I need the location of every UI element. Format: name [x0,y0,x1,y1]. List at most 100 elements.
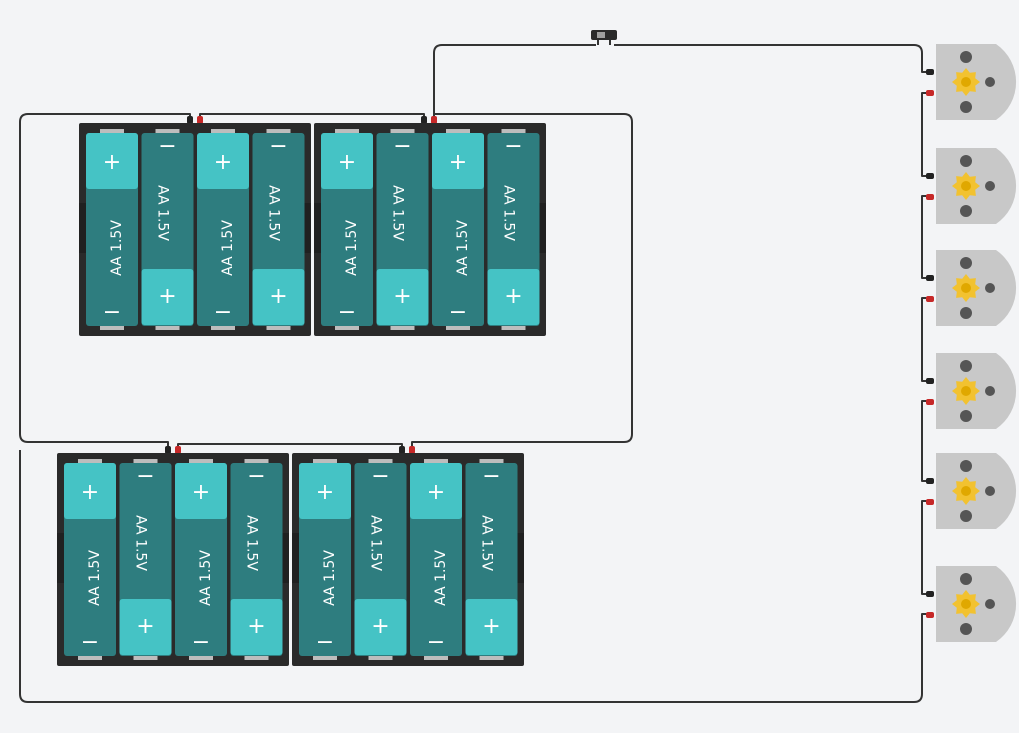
pack-terminal[interactable] [175,446,181,454]
cell-label: AA 1.5V [133,515,149,571]
mount-hole [985,386,995,396]
terminal-sign-bottom: − [81,630,99,655]
terminal-sign-bottom: − [192,630,210,655]
battery-pack-3[interactable]: +−AA 1.5V−+AA 1.5V+−AA 1.5V−+AA 1.5V [57,453,289,666]
pack-terminal[interactable] [187,116,193,124]
terminal-sign-top: + [214,150,232,175]
holder-clip-left [79,203,89,253]
terminal-sign-top: − [247,464,265,489]
terminal-sign-top: − [482,464,500,489]
motor-shaft [961,386,971,396]
holder-clip-right [279,533,289,583]
mount-hole [960,460,972,472]
pack-terminal[interactable] [399,446,405,454]
cell-label: AA 1.5V [455,220,471,276]
battery-pack-2[interactable]: +−AA 1.5V−+AA 1.5V+−AA 1.5V−+AA 1.5V [314,123,546,336]
mount-hole [985,283,995,293]
dc-motor-icon[interactable] [926,250,1017,326]
terminal-sign-top: + [338,150,356,175]
holder-clip-right [536,203,546,253]
wire-motor6-return[interactable] [19,450,928,703]
aa-cell: +−AA 1.5V [321,129,373,330]
mount-hole [960,257,972,269]
mount-hole [960,101,972,113]
motor-terminal[interactable] [926,399,934,405]
dc-motor-icon[interactable] [926,353,1017,429]
pack-terminal[interactable] [431,116,437,124]
motor-terminal[interactable] [926,478,934,484]
mount-hole [960,410,972,422]
pack-terminal[interactable] [165,446,171,454]
battery-pack-1[interactable]: +−AA 1.5V−+AA 1.5V+−AA 1.5V−+AA 1.5V [79,123,311,336]
motor-terminal[interactable] [926,173,934,179]
motor-terminal[interactable] [926,296,934,302]
wire-motor2-to-motor3[interactable] [921,195,928,279]
cell-label: AA 1.5V [198,550,214,606]
terminal-sign-top: − [504,134,522,159]
mount-hole [960,307,972,319]
motor-terminal[interactable] [926,378,934,384]
positive-cap [321,133,373,189]
cell-label: AA 1.5V [433,550,449,606]
motor-terminal[interactable] [926,591,934,597]
wire-motor4-to-motor5[interactable] [921,400,928,482]
motor-terminal[interactable] [926,612,934,618]
wire-pack2-to-switch[interactable] [433,44,596,118]
terminal-sign-top: + [427,480,445,505]
motor-terminal[interactable] [926,69,934,75]
battery-pack-4[interactable]: +−AA 1.5V−+AA 1.5V+−AA 1.5V−+AA 1.5V [292,453,524,666]
terminal-sign-bottom: + [482,614,500,639]
pack-terminal[interactable] [409,446,415,454]
mount-hole [960,205,972,217]
positive-cap [432,133,484,189]
cell-label: AA 1.5V [501,185,517,241]
cell-label: AA 1.5V [155,185,171,241]
dc-motor-icon[interactable] [926,44,1017,120]
terminal-sign-top: + [316,480,334,505]
wire-switch-to-motor1[interactable] [614,44,928,73]
aa-cell: −+AA 1.5V [141,129,194,330]
terminal-sign-top: − [269,134,287,159]
mount-hole [985,181,995,191]
dc-motor-icon[interactable] [926,148,1017,224]
holder-clip-right [301,203,311,253]
wire-motor5-to-motor6[interactable] [921,500,928,595]
wire-loop-left[interactable] [19,113,191,448]
motor-terminal[interactable] [926,194,934,200]
cell-label: AA 1.5V [390,185,406,241]
positive-cap [119,599,172,655]
holder-clip-left [292,533,302,583]
pack-terminal[interactable] [421,116,427,124]
motor-shaft [961,283,971,293]
terminal-sign-top: + [103,150,121,175]
positive-cap [175,463,227,519]
wire-pack3-to-pack4[interactable] [177,443,403,448]
cell-label: AA 1.5V [244,515,260,571]
motor-terminal[interactable] [926,499,934,505]
terminal-sign-top: − [158,134,176,159]
slide-switch-icon[interactable] [591,30,617,45]
terminal-sign-top: + [192,480,210,505]
wire-motor1-to-motor2[interactable] [921,92,928,177]
motor-terminal[interactable] [926,275,934,281]
wire-pack1-to-pack2[interactable] [199,113,425,118]
mount-hole [985,77,995,87]
motors [926,44,1017,642]
positive-cap [252,269,305,325]
terminals [165,116,437,454]
motor-terminal[interactable] [926,90,934,96]
terminal-sign-top: − [393,134,411,159]
pack-terminal[interactable] [197,116,203,124]
wire-loop-right[interactable] [411,113,633,448]
terminal-sign-bottom: + [247,614,265,639]
terminal-sign-top: − [371,464,389,489]
dc-motor-icon[interactable] [926,566,1017,642]
terminal-sign-top: − [136,464,154,489]
dc-motor-icon[interactable] [926,453,1017,529]
aa-cell: +−AA 1.5V [64,459,116,660]
wire-motor3-to-motor4[interactable] [921,297,928,382]
cell-label: AA 1.5V [87,550,103,606]
cell-label: AA 1.5V [479,515,495,571]
aa-cell: −+AA 1.5V [376,129,429,330]
aa-cell: − + AA 1.5V [230,459,283,660]
